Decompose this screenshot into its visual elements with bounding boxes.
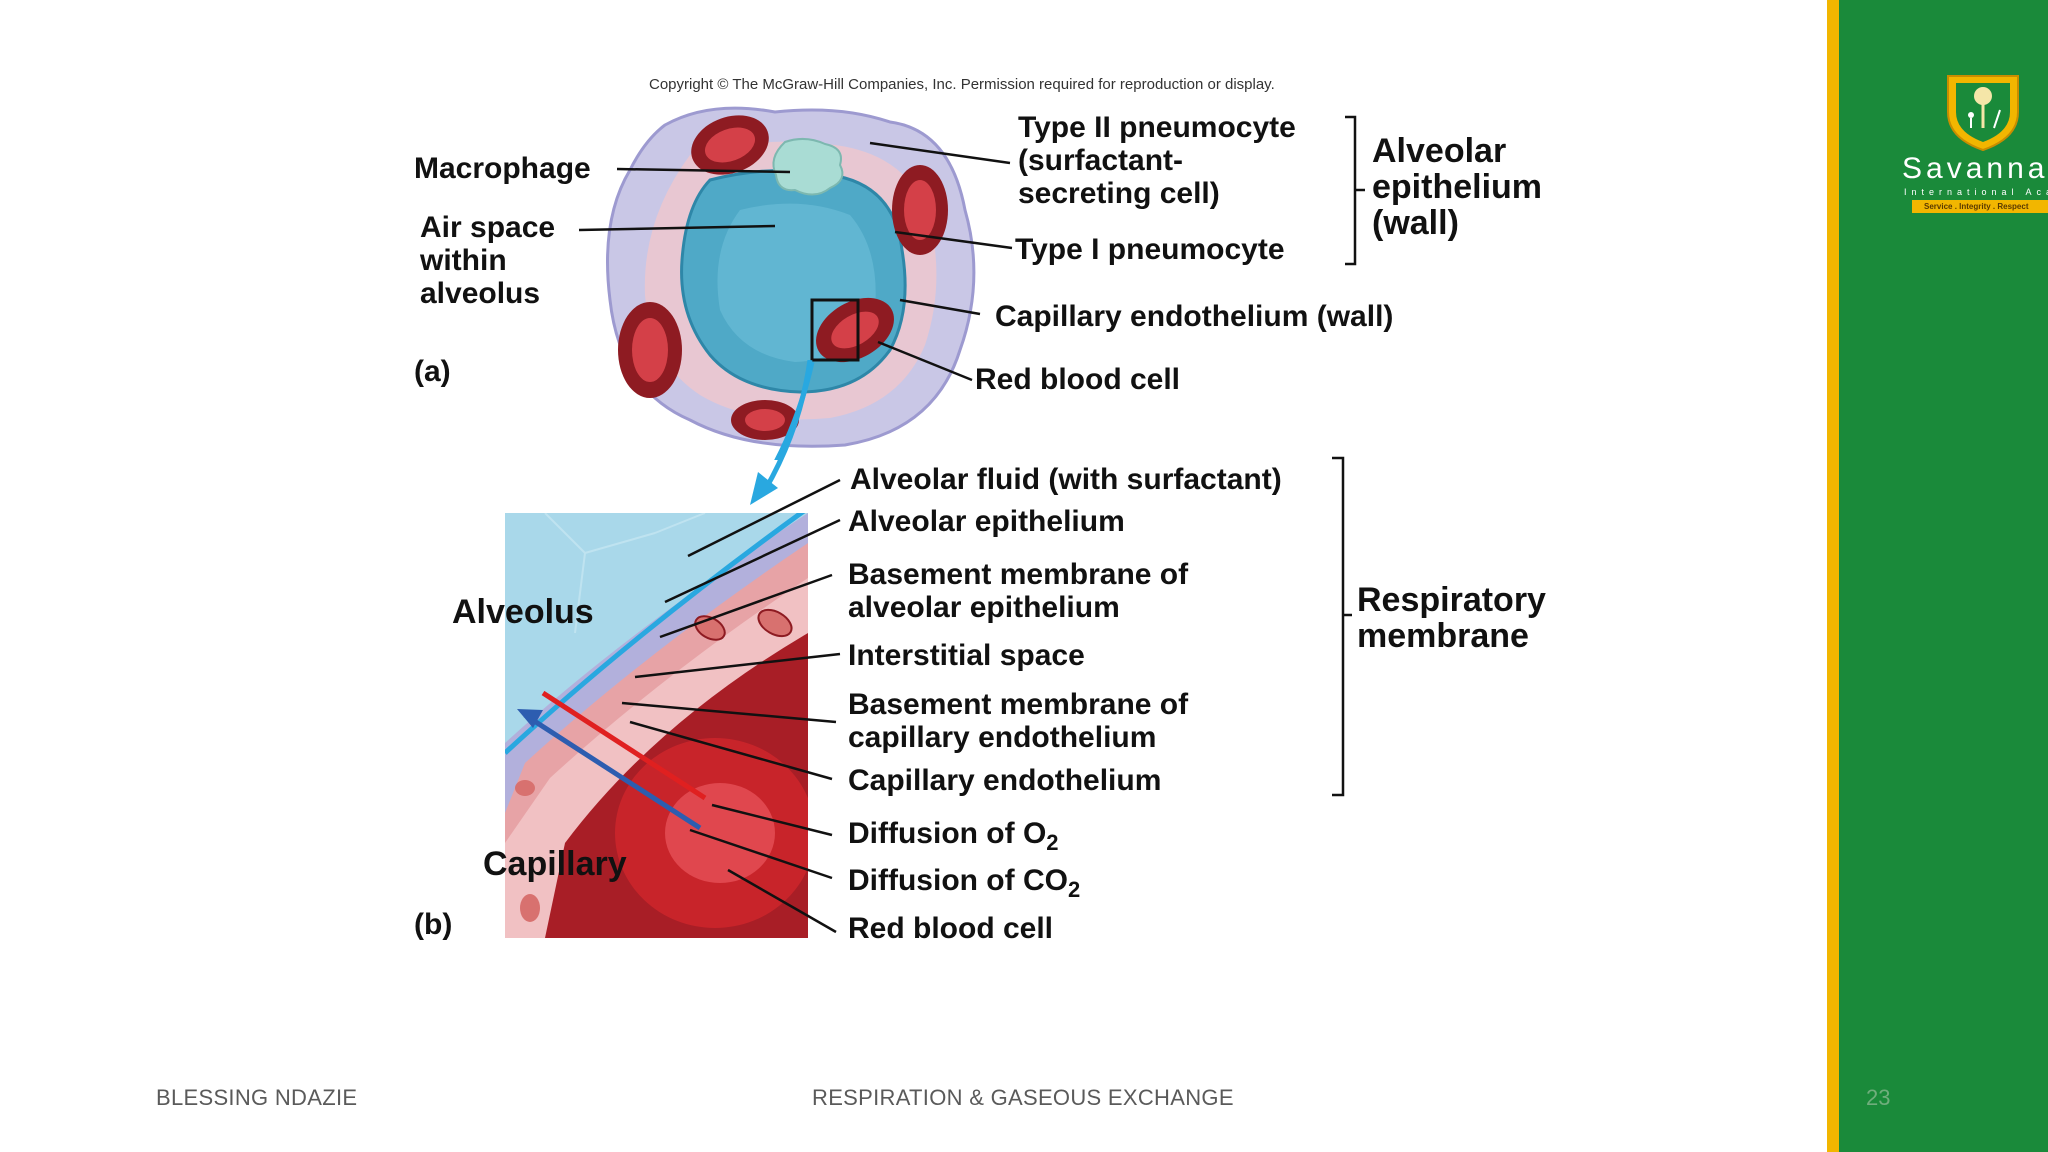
panel-b-tag: (b) — [414, 908, 453, 941]
footer-author: BLESSING NDAZIE — [156, 1085, 358, 1110]
brand-motto: Service . Integrity . Respect — [1912, 200, 2048, 213]
sidebar-accent-stripe — [1827, 0, 1839, 1152]
respiratory-membrane-illustration — [505, 513, 808, 938]
brand-sidebar — [1827, 0, 2048, 1152]
label-interstitial-space: Interstitial space — [848, 639, 1085, 672]
label-alveolar-epithelium-b: Alveolar epithelium — [848, 505, 1125, 538]
label-alveolar-fluid: Alveolar fluid (with surfactant) — [850, 463, 1282, 496]
diffusion-o2-subscript: 2 — [1046, 830, 1059, 855]
label-basement-membrane-alveolar-1: Basement membrane of — [848, 558, 1189, 591]
zoom-arrow-head — [750, 360, 813, 505]
label-respiratory-membrane-1: Respiratory — [1357, 581, 1546, 619]
label-diffusion-o2: Diffusion of O2 — [848, 817, 1059, 860]
label-red-blood-cell-b: Red blood cell — [848, 912, 1054, 945]
label-type2-pneumocyte-2: (surfactant- — [1018, 144, 1184, 177]
copyright-notice: Copyright © The McGraw-Hill Companies, I… — [649, 76, 1275, 93]
label-capillary-endothelium: Capillary endothelium — [848, 764, 1162, 797]
label-basement-membrane-alveolar-2: alveolar epithelium — [848, 591, 1120, 624]
label-type2-pneumocyte-1: Type II pneumocyte — [1018, 111, 1296, 144]
label-capillary: Capillary — [483, 845, 627, 883]
label-red-blood-cell-a: Red blood cell — [975, 363, 1181, 396]
label-alveolar-epithelium-2: epithelium — [1372, 168, 1543, 206]
label-basement-membrane-capillary-2: capillary endothelium — [848, 721, 1157, 754]
label-air-space-1: Air space — [420, 211, 556, 244]
leader-lines — [578, 115, 1365, 934]
alveolus-cross-section-illustration — [606, 106, 976, 460]
label-alveolar-epithelium-1: Alveolar — [1372, 132, 1507, 170]
label-alveolar-epithelium-3: (wall) — [1372, 204, 1459, 242]
school-crest-logo — [1947, 75, 2019, 152]
label-alveolus: Alveolus — [452, 593, 594, 631]
label-type1-pneumocyte: Type I pneumocyte — [1015, 233, 1285, 266]
zoom-box — [810, 298, 860, 362]
label-air-space-2: within — [420, 244, 507, 277]
brand-subtitle: International Academy — [1904, 187, 2048, 197]
label-macrophage: Macrophage — [414, 152, 591, 185]
macrophage-cell — [772, 138, 844, 196]
diffusion-co2-text: Diffusion of CO — [848, 864, 1068, 897]
brand-name: Savanna — [1902, 152, 2048, 185]
label-basement-membrane-capillary-1: Basement membrane of — [848, 688, 1189, 721]
label-type2-pneumocyte-3: secreting cell) — [1018, 177, 1220, 210]
label-respiratory-membrane-2: membrane — [1357, 617, 1529, 655]
footer-title: RESPIRATION & GASEOUS EXCHANGE — [812, 1085, 1234, 1110]
label-diffusion-co2: Diffusion of CO2 — [848, 864, 1080, 907]
label-air-space-3: alveolus — [420, 277, 541, 310]
diffusion-co2-subscript: 2 — [1067, 877, 1081, 902]
page-number: 23 — [1866, 1085, 1891, 1110]
panel-a-tag: (a) — [414, 355, 451, 388]
label-capillary-endothelium-wall: Capillary endothelium (wall) — [995, 300, 1394, 333]
diffusion-o2-text: Diffusion of O — [848, 817, 1047, 850]
